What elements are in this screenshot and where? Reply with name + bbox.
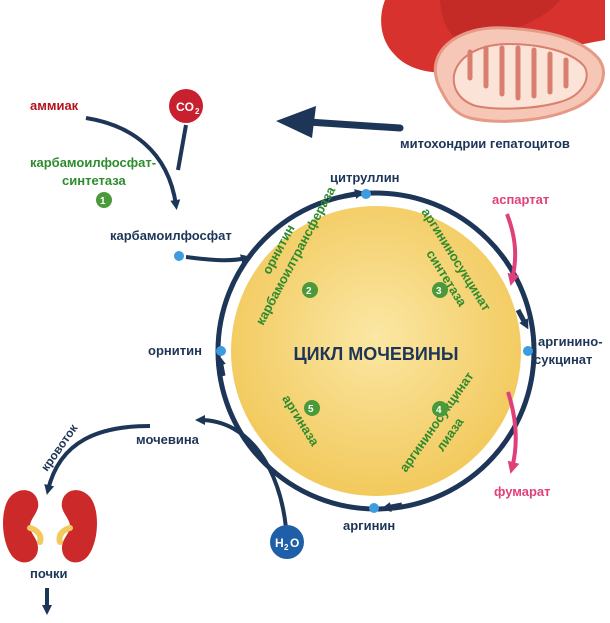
argininosuccinate-label-2: сукцинат — [534, 352, 592, 367]
enzyme-1-badge: 1 — [96, 192, 112, 208]
carbamoyl-phosphate-label: карбамоилфосфат — [110, 228, 232, 243]
fumarate-label: фумарат — [494, 484, 550, 499]
enzyme-2-number: 2 — [306, 286, 312, 297]
co2-text: CO — [176, 100, 194, 114]
enzyme-4-number: 4 — [436, 405, 442, 416]
cycle-arrowhead-left — [216, 355, 226, 377]
water-text: H — [275, 536, 284, 550]
aspartate-label: аспартат — [492, 192, 549, 207]
bloodstream-arrow — [44, 424, 151, 495]
ornithine-label: орнитин — [148, 343, 202, 358]
enzyme-2-badge: 2 — [302, 282, 318, 298]
node-arginine — [369, 503, 379, 513]
water-subscript: 2 — [284, 543, 289, 552]
ammonia-label: аммиак — [30, 98, 79, 113]
citrulline-label: цитруллин — [330, 170, 400, 185]
co2-arrow — [176, 124, 188, 171]
kidneys-label: почки — [30, 566, 68, 581]
enzyme-5-badge: 5 — [304, 400, 320, 416]
water-arrow — [195, 415, 288, 529]
water-badge: H 2 O — [270, 525, 304, 559]
arginine-label: аргинин — [343, 518, 395, 533]
argininosuccinate-label-1: аргинино- — [538, 334, 603, 349]
node-citrulline — [361, 189, 371, 199]
cycle-arrowhead-top — [344, 189, 365, 199]
mito-label: митохондрии гепатоцитов — [400, 136, 570, 151]
ammonia-arrow — [85, 116, 181, 210]
enzyme-5-number: 5 — [308, 404, 314, 415]
node-ornithine — [216, 346, 226, 356]
co2-subscript: 2 — [195, 107, 200, 116]
aspartate-arrow — [505, 213, 520, 286]
kidneys-icon — [3, 490, 97, 563]
enzyme-1-number: 1 — [100, 196, 106, 207]
mitochondrion-icon — [434, 26, 605, 123]
enzyme-4-badge: 4 — [432, 401, 448, 417]
enzyme-1-line2: синтетаза — [62, 173, 127, 188]
cycle-arrowhead-right — [515, 308, 529, 330]
node-carbamoyl-phosphate — [174, 251, 184, 261]
enzyme-3-badge: 3 — [432, 282, 448, 298]
node-argininosuccinate — [523, 346, 533, 356]
enzyme-3-number: 3 — [436, 286, 442, 297]
co2-badge: CO 2 — [169, 89, 203, 123]
urea-label: мочевина — [136, 432, 200, 447]
fumarate-arrow — [506, 391, 520, 474]
mito-arrow — [276, 106, 404, 138]
cycle-fill — [231, 206, 521, 496]
cycle-arrowhead-bottom — [381, 502, 403, 512]
enzyme-1-line1: карбамоилфосфат- — [30, 155, 156, 170]
cycle-title: ЦИКЛ МОЧЕВИНЫ — [294, 344, 459, 364]
carbamoyl-entry-arrow — [185, 254, 251, 265]
water-o: O — [290, 536, 299, 550]
